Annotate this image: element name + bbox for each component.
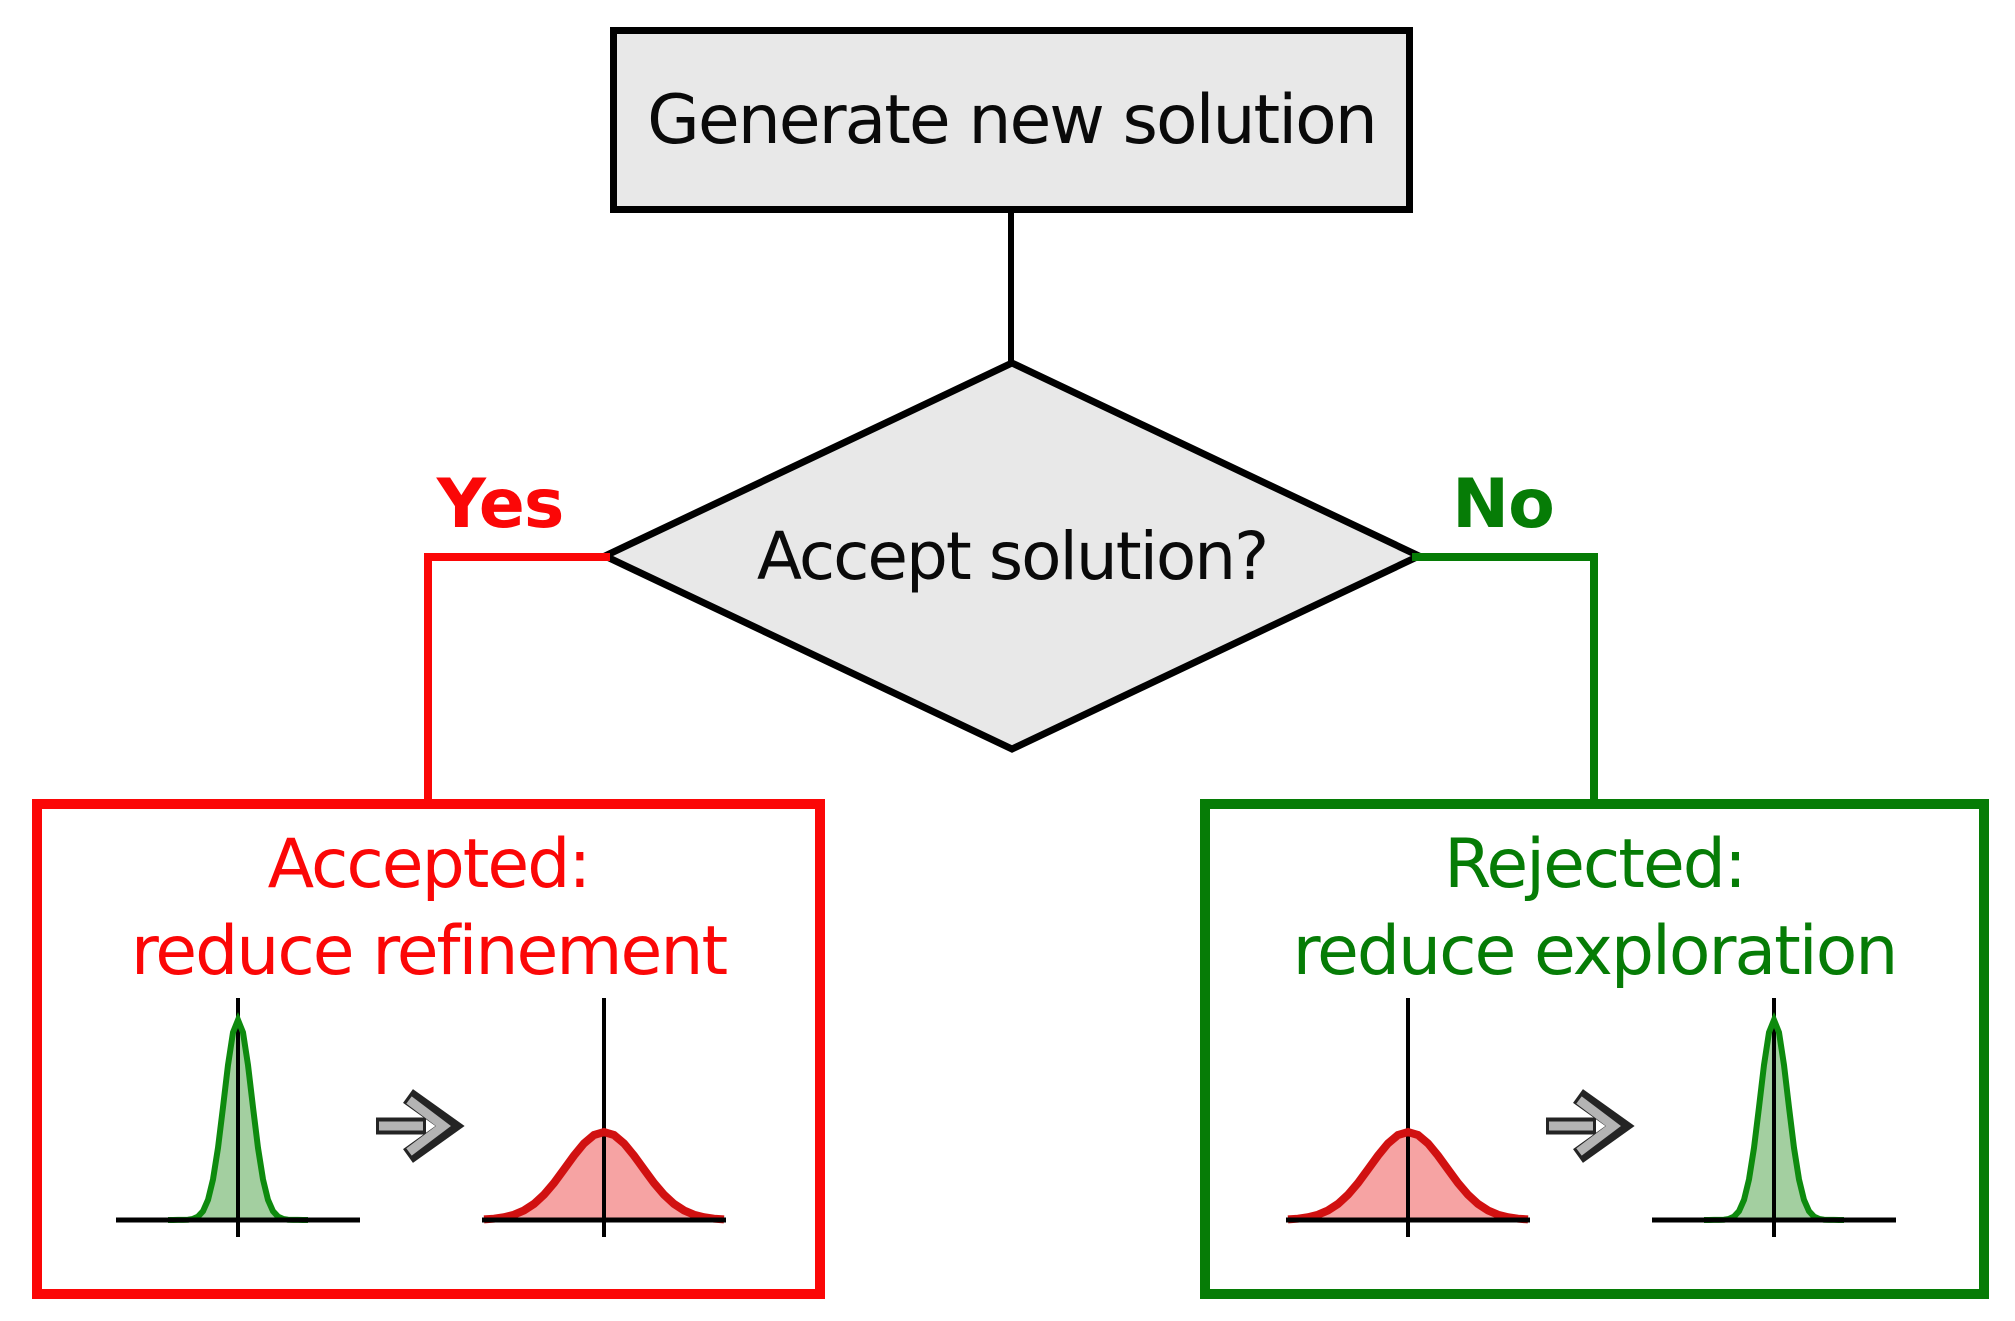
arrow-right-icon (372, 1087, 472, 1165)
rejected-title: Rejected: (1444, 825, 1747, 904)
decision-diamond (600, 359, 1424, 753)
decision-label: Accept solution? (756, 517, 1269, 595)
connector-start-to-decision (1008, 210, 1014, 366)
no-branch-line-horizontal (1412, 553, 1598, 561)
yes-branch-line-vertical (424, 553, 432, 803)
yes-branch-line-horizontal (424, 553, 610, 561)
accepted-subtitle: reduce refinement (130, 912, 728, 991)
narrow-green-distribution-icon (113, 995, 363, 1245)
no-branch-line-vertical (1590, 553, 1598, 803)
start-node-label: Generate new solution (647, 80, 1378, 160)
rejected-outcome-box: Rejected: reduce exploration (1200, 799, 1989, 1299)
rejected-title-block: Rejected: reduce exploration (1210, 821, 1979, 995)
accepted-title: Accepted: (267, 825, 592, 904)
yes-branch-label: Yes (436, 465, 565, 544)
accepted-outcome-box: Accepted: reduce refinement (32, 799, 825, 1299)
start-node: Generate new solution (610, 27, 1413, 213)
wide-red-distribution-icon (479, 995, 729, 1245)
narrow-green-distribution-icon (1649, 995, 1899, 1245)
arrow-right-icon (1542, 1087, 1642, 1165)
wide-red-distribution-icon (1283, 995, 1533, 1245)
accepted-title-block: Accepted: reduce refinement (42, 821, 815, 995)
rejected-subtitle: reduce exploration (1292, 912, 1899, 991)
no-branch-label: No (1452, 465, 1555, 544)
